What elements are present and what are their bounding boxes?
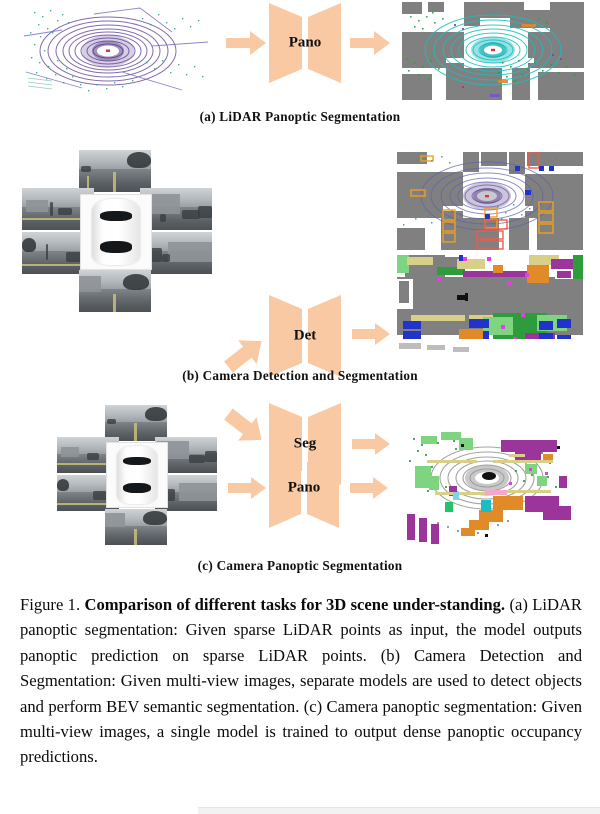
ego-vehicle-topdown bbox=[106, 442, 168, 508]
bev-detection-canvas bbox=[397, 152, 583, 250]
model-block-pano-a[interactable]: Pano bbox=[269, 3, 341, 83]
figure-caption: Figure 1. Comparison of different tasks … bbox=[20, 592, 582, 770]
camera-view-back bbox=[79, 270, 151, 312]
row-b: Det Seg bbox=[0, 140, 600, 485]
panoptic-bev-canvas bbox=[402, 2, 584, 100]
subcaption-c: (c) Camera Panoptic Segmentation bbox=[197, 558, 403, 573]
right-arrow-icon bbox=[350, 31, 390, 55]
camera-view-front bbox=[105, 405, 167, 441]
caption-lead: Figure 1. bbox=[20, 595, 81, 614]
caption-body: (a) LiDAR panoptic segmentation: Given s… bbox=[20, 595, 583, 767]
model-block-pano-c[interactable]: Pano bbox=[269, 448, 339, 528]
subcaption-a: (a) LiDAR Panoptic Segmentation bbox=[199, 109, 401, 124]
camera-view-front bbox=[79, 150, 151, 192]
lidar-pointcloud-canvas bbox=[22, 2, 210, 100]
model-block-det[interactable]: Det bbox=[269, 295, 341, 377]
right-arrow-icon bbox=[352, 323, 390, 345]
subcaption-b: (b) Camera Detection and Segmentation bbox=[182, 368, 418, 383]
right-arrow-icon bbox=[226, 31, 266, 55]
up-right-arrow-icon bbox=[222, 332, 268, 376]
bev-segmentation-canvas bbox=[397, 255, 583, 360]
row-a: Pano bbox=[0, 0, 600, 135]
caption-bold: Comparison of different tasks for 3D sce… bbox=[84, 595, 506, 614]
right-arrow-icon bbox=[228, 477, 266, 499]
camera-view-back bbox=[105, 509, 167, 545]
camera-panoptic-occupancy-output bbox=[397, 420, 583, 550]
lidar-panoptic-bev-output bbox=[402, 2, 584, 100]
bev-semantic-segmentation-output bbox=[397, 255, 583, 360]
page-bottom-edge bbox=[198, 807, 600, 814]
sparse-lidar-point-cloud bbox=[22, 2, 210, 100]
multi-view-camera-images-b bbox=[22, 150, 212, 350]
multi-view-camera-images-c bbox=[57, 405, 217, 555]
down-right-arrow-icon bbox=[222, 405, 268, 449]
ego-vehicle-topdown bbox=[80, 194, 152, 270]
right-arrow-icon bbox=[352, 433, 390, 455]
camera-view-back-right bbox=[140, 232, 212, 274]
bev-detection-output bbox=[397, 152, 583, 250]
right-arrow-icon bbox=[350, 477, 388, 499]
panoptic-occupancy-canvas bbox=[397, 420, 583, 550]
row-c: Pano bbox=[0, 400, 600, 585]
